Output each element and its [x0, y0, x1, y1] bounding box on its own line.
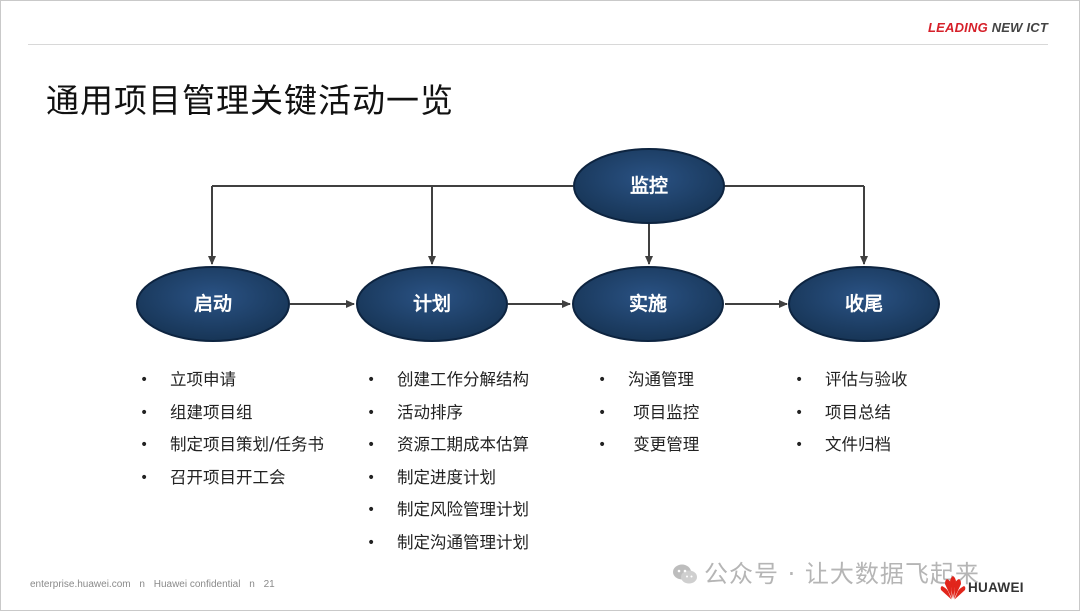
node-close-label: 收尾 — [844, 293, 883, 315]
list-item: 评估与验收 — [795, 364, 908, 397]
footer-site: enterprise.huawei.com — [30, 579, 131, 590]
wechat-icon — [673, 564, 697, 584]
initiate-activities: 立项申请 组建项目组 制定项目策划/任务书 召开项目开工会 — [140, 364, 324, 494]
list-item: 项目总结 — [795, 397, 908, 430]
huawei-logo-icon — [940, 576, 966, 600]
list-item: 制定风险管理计划 — [367, 494, 529, 527]
footer-separator: n — [139, 579, 145, 590]
monitor-connectors — [208, 185, 868, 265]
list-item: 沟通管理 — [598, 364, 699, 397]
list-item: 变更管理 — [598, 429, 699, 462]
close-activities: 评估与验收 项目总结 文件归档 — [795, 364, 908, 462]
node-initiate-label: 启动 — [193, 293, 232, 315]
list-item: 活动排序 — [367, 397, 529, 430]
header-divider — [28, 44, 1048, 45]
list-item: 资源工期成本估算 — [367, 429, 529, 462]
page-title: 通用项目管理关键活动一览 — [46, 81, 454, 120]
brand-slogan-part2: NEW ICT — [991, 20, 1048, 35]
list-item: 立项申请 — [140, 364, 324, 397]
node-plan-label: 计划 — [412, 293, 451, 315]
list-item: 召开项目开工会 — [140, 462, 324, 495]
brand-slogan-part1: LEADING — [927, 20, 988, 35]
node-initiate-shape — [136, 266, 290, 342]
footer-page-number: 21 — [263, 579, 275, 590]
list-item: 组建项目组 — [140, 397, 324, 430]
list-item: 制定进度计划 — [367, 462, 529, 495]
list-item: 创建工作分解结构 — [367, 364, 529, 397]
list-item: 项目监控 — [598, 397, 699, 430]
brand-slogan: LEADING NEW ICT — [928, 20, 1048, 35]
watermark-text: 公众号 · 让大数据飞起来 — [704, 560, 980, 588]
footer-separator: n — [249, 579, 255, 590]
node-monitor-label: 监控 — [629, 175, 668, 197]
list-item: 文件归档 — [795, 429, 908, 462]
footer: enterprise.huawei.com n Huawei confident… — [30, 579, 281, 590]
plan-activities: 创建工作分解结构 活动排序 资源工期成本估算 制定进度计划 制定风险管理计划 制… — [367, 364, 529, 559]
footer-confidential: Huawei confidential — [153, 579, 241, 590]
list-item: 制定沟通管理计划 — [367, 527, 529, 560]
node-close-shape — [788, 266, 940, 342]
node-execute-label: 实施 — [628, 293, 667, 315]
execute-activities: 沟通管理 项目监控 变更管理 — [598, 364, 699, 462]
node-monitor-shape — [573, 148, 725, 224]
list-item: 制定项目策划/任务书 — [140, 429, 324, 462]
node-execute-shape — [572, 266, 724, 342]
huawei-logo-text: HUAWEI — [968, 580, 1024, 595]
node-plan-shape — [356, 266, 508, 342]
watermark: 公众号 · 让大数据飞起来 — [672, 554, 980, 589]
